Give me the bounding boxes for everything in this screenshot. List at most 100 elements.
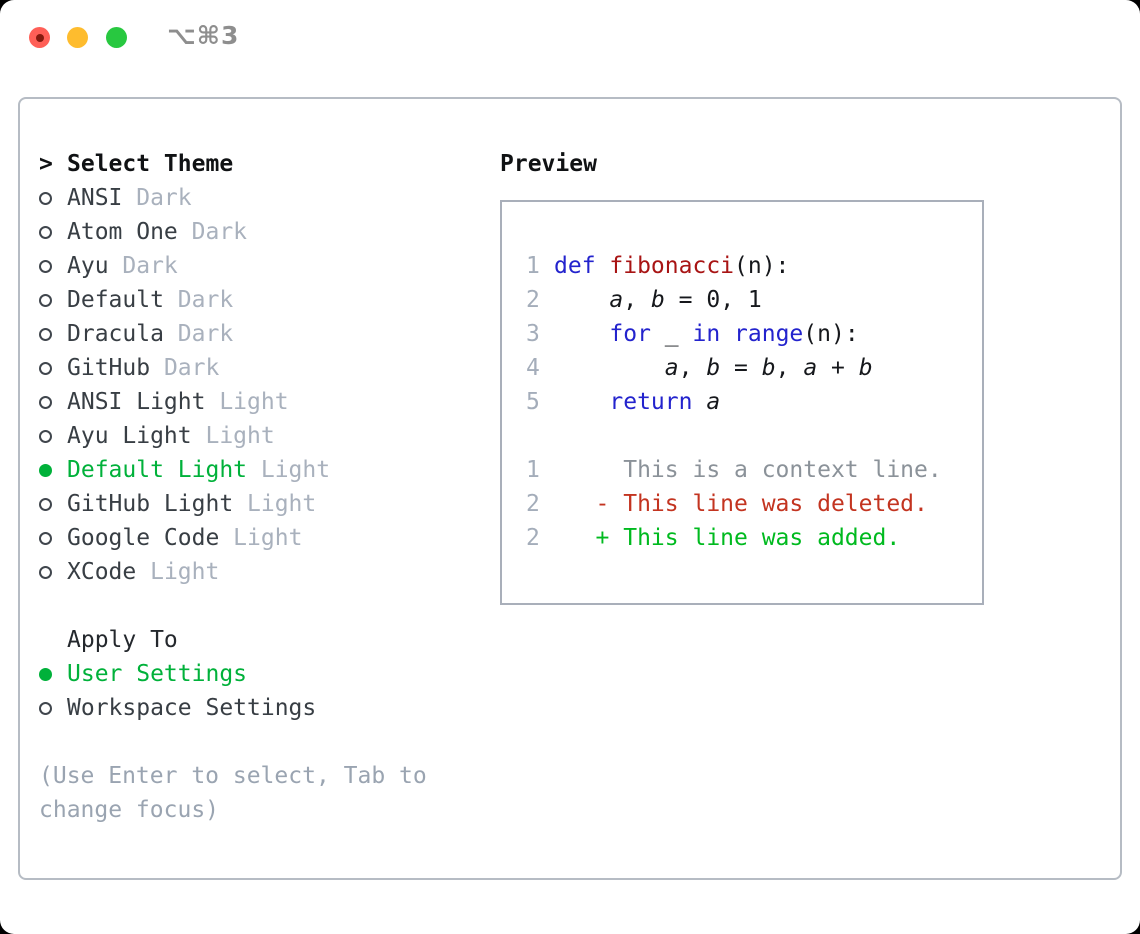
- select-theme-header: >Select Theme: [39, 147, 500, 181]
- minimize-button[interactable]: [67, 27, 88, 48]
- theme-option[interactable]: Ayu Light Light: [39, 419, 500, 453]
- theme-variant-label: Light: [136, 559, 220, 585]
- theme-variant-label: Light: [247, 457, 331, 483]
- radio-unselected-icon: [39, 565, 52, 579]
- close-button[interactable]: [29, 27, 50, 48]
- radio-cell: [39, 293, 67, 307]
- code-token: a: [706, 389, 721, 415]
- code-token: + This line was added.: [554, 525, 901, 551]
- theme-variant-label: Light: [219, 525, 303, 551]
- theme-option[interactable]: Default Light Light: [39, 453, 500, 487]
- code-token: ,: [623, 287, 651, 313]
- theme-option[interactable]: ANSI Light Light: [39, 385, 500, 419]
- theme-variant-label: Dark: [163, 321, 234, 347]
- theme-name: Default Light: [67, 457, 248, 483]
- code-token: range: [734, 321, 804, 347]
- radio-selected-icon: [39, 667, 52, 681]
- theme-name: Dracula: [67, 321, 164, 347]
- theme-option[interactable]: Google Code Light: [39, 521, 500, 555]
- radio-cell: [39, 701, 67, 715]
- code-token: +: [817, 355, 859, 381]
- theme-option[interactable]: GitHub Light Light: [39, 487, 500, 521]
- code-token: [720, 321, 734, 347]
- zoom-button[interactable]: [106, 27, 127, 48]
- radio-cell: [39, 531, 67, 545]
- theme-option[interactable]: GitHub Dark: [39, 351, 500, 385]
- code-token: b: [858, 355, 873, 381]
- code-token: = 0, 1: [664, 287, 762, 313]
- apply-to-option[interactable]: Workspace Settings: [39, 691, 500, 725]
- apply-to-option[interactable]: User Settings: [39, 657, 500, 691]
- apply-to-title: Apply To: [67, 627, 178, 653]
- line-number: 2: [526, 525, 540, 551]
- theme-option[interactable]: Ayu Dark: [39, 249, 500, 283]
- code-token: fibonacci: [609, 253, 735, 279]
- unsaved-dot-icon: [35, 33, 44, 42]
- code-token: _: [650, 321, 693, 347]
- theme-option[interactable]: XCode Light: [39, 555, 500, 589]
- radio-cell: [39, 327, 67, 341]
- line-number: 1: [526, 457, 540, 483]
- radio-unselected-icon: [39, 259, 52, 273]
- code-token: b: [761, 355, 776, 381]
- line-number: 2: [526, 287, 540, 313]
- code-token: def: [554, 253, 610, 279]
- radio-unselected-icon: [39, 191, 52, 205]
- code-token: =: [720, 355, 762, 381]
- radio-unselected-icon: [39, 395, 52, 409]
- radio-cell: [39, 667, 67, 681]
- code-token: [692, 389, 706, 415]
- preview-line: 2 a, b = 0, 1: [526, 283, 982, 317]
- code-token: return: [609, 389, 693, 415]
- radio-unselected-icon: [39, 361, 52, 375]
- code-token: [554, 389, 609, 415]
- code-token: a: [609, 287, 624, 313]
- radio-unselected-icon: [39, 327, 52, 341]
- theme-name: Ayu Light: [67, 423, 192, 449]
- radio-cell: [39, 395, 67, 409]
- code-token: b: [706, 355, 721, 381]
- window-title-shortcut: ⌥⌘3: [167, 21, 240, 50]
- theme-option[interactable]: ANSI Dark: [39, 181, 500, 215]
- theme-variant-label: Dark: [163, 287, 234, 313]
- select-theme-title: Select Theme: [67, 151, 234, 177]
- theme-option[interactable]: Dracula Dark: [39, 317, 500, 351]
- apply-to-header: Apply To: [39, 623, 500, 657]
- radio-cell: [39, 429, 67, 443]
- code-token: (n):: [734, 253, 790, 279]
- line-number: 2: [526, 491, 540, 517]
- theme-option[interactable]: Atom One Dark: [39, 215, 500, 249]
- theme-name: GitHub Light: [67, 491, 234, 517]
- radio-cell: [39, 225, 67, 239]
- radio-cell: [39, 191, 67, 205]
- code-token: [554, 287, 609, 313]
- theme-name: ANSI Light: [67, 389, 206, 415]
- code-token: - This line was deleted.: [554, 491, 928, 517]
- preview-line: 5 return a: [526, 385, 982, 419]
- theme-option[interactable]: Default Dark: [39, 283, 500, 317]
- radio-unselected-icon: [39, 531, 52, 545]
- theme-variant-label: Dark: [108, 253, 178, 279]
- theme-name: Google Code: [67, 525, 220, 551]
- preview-line: [526, 419, 982, 453]
- theme-name: GitHub: [67, 355, 151, 381]
- radio-cell: [39, 361, 67, 375]
- theme-variant-label: Dark: [150, 355, 220, 381]
- code-token: This is a context line.: [554, 457, 942, 483]
- preview-title: Preview: [500, 151, 597, 177]
- theme-name: ANSI: [67, 185, 123, 211]
- radio-cell: [39, 259, 67, 273]
- title-bar: ⌥⌘3: [0, 0, 1140, 97]
- theme-name: Atom One: [67, 219, 178, 245]
- code-token: (n):: [803, 321, 859, 347]
- theme-variant-label: Dark: [122, 185, 192, 211]
- line-number: 5: [526, 389, 540, 415]
- theme-variant-label: Light: [191, 423, 275, 449]
- code-token: [554, 321, 609, 347]
